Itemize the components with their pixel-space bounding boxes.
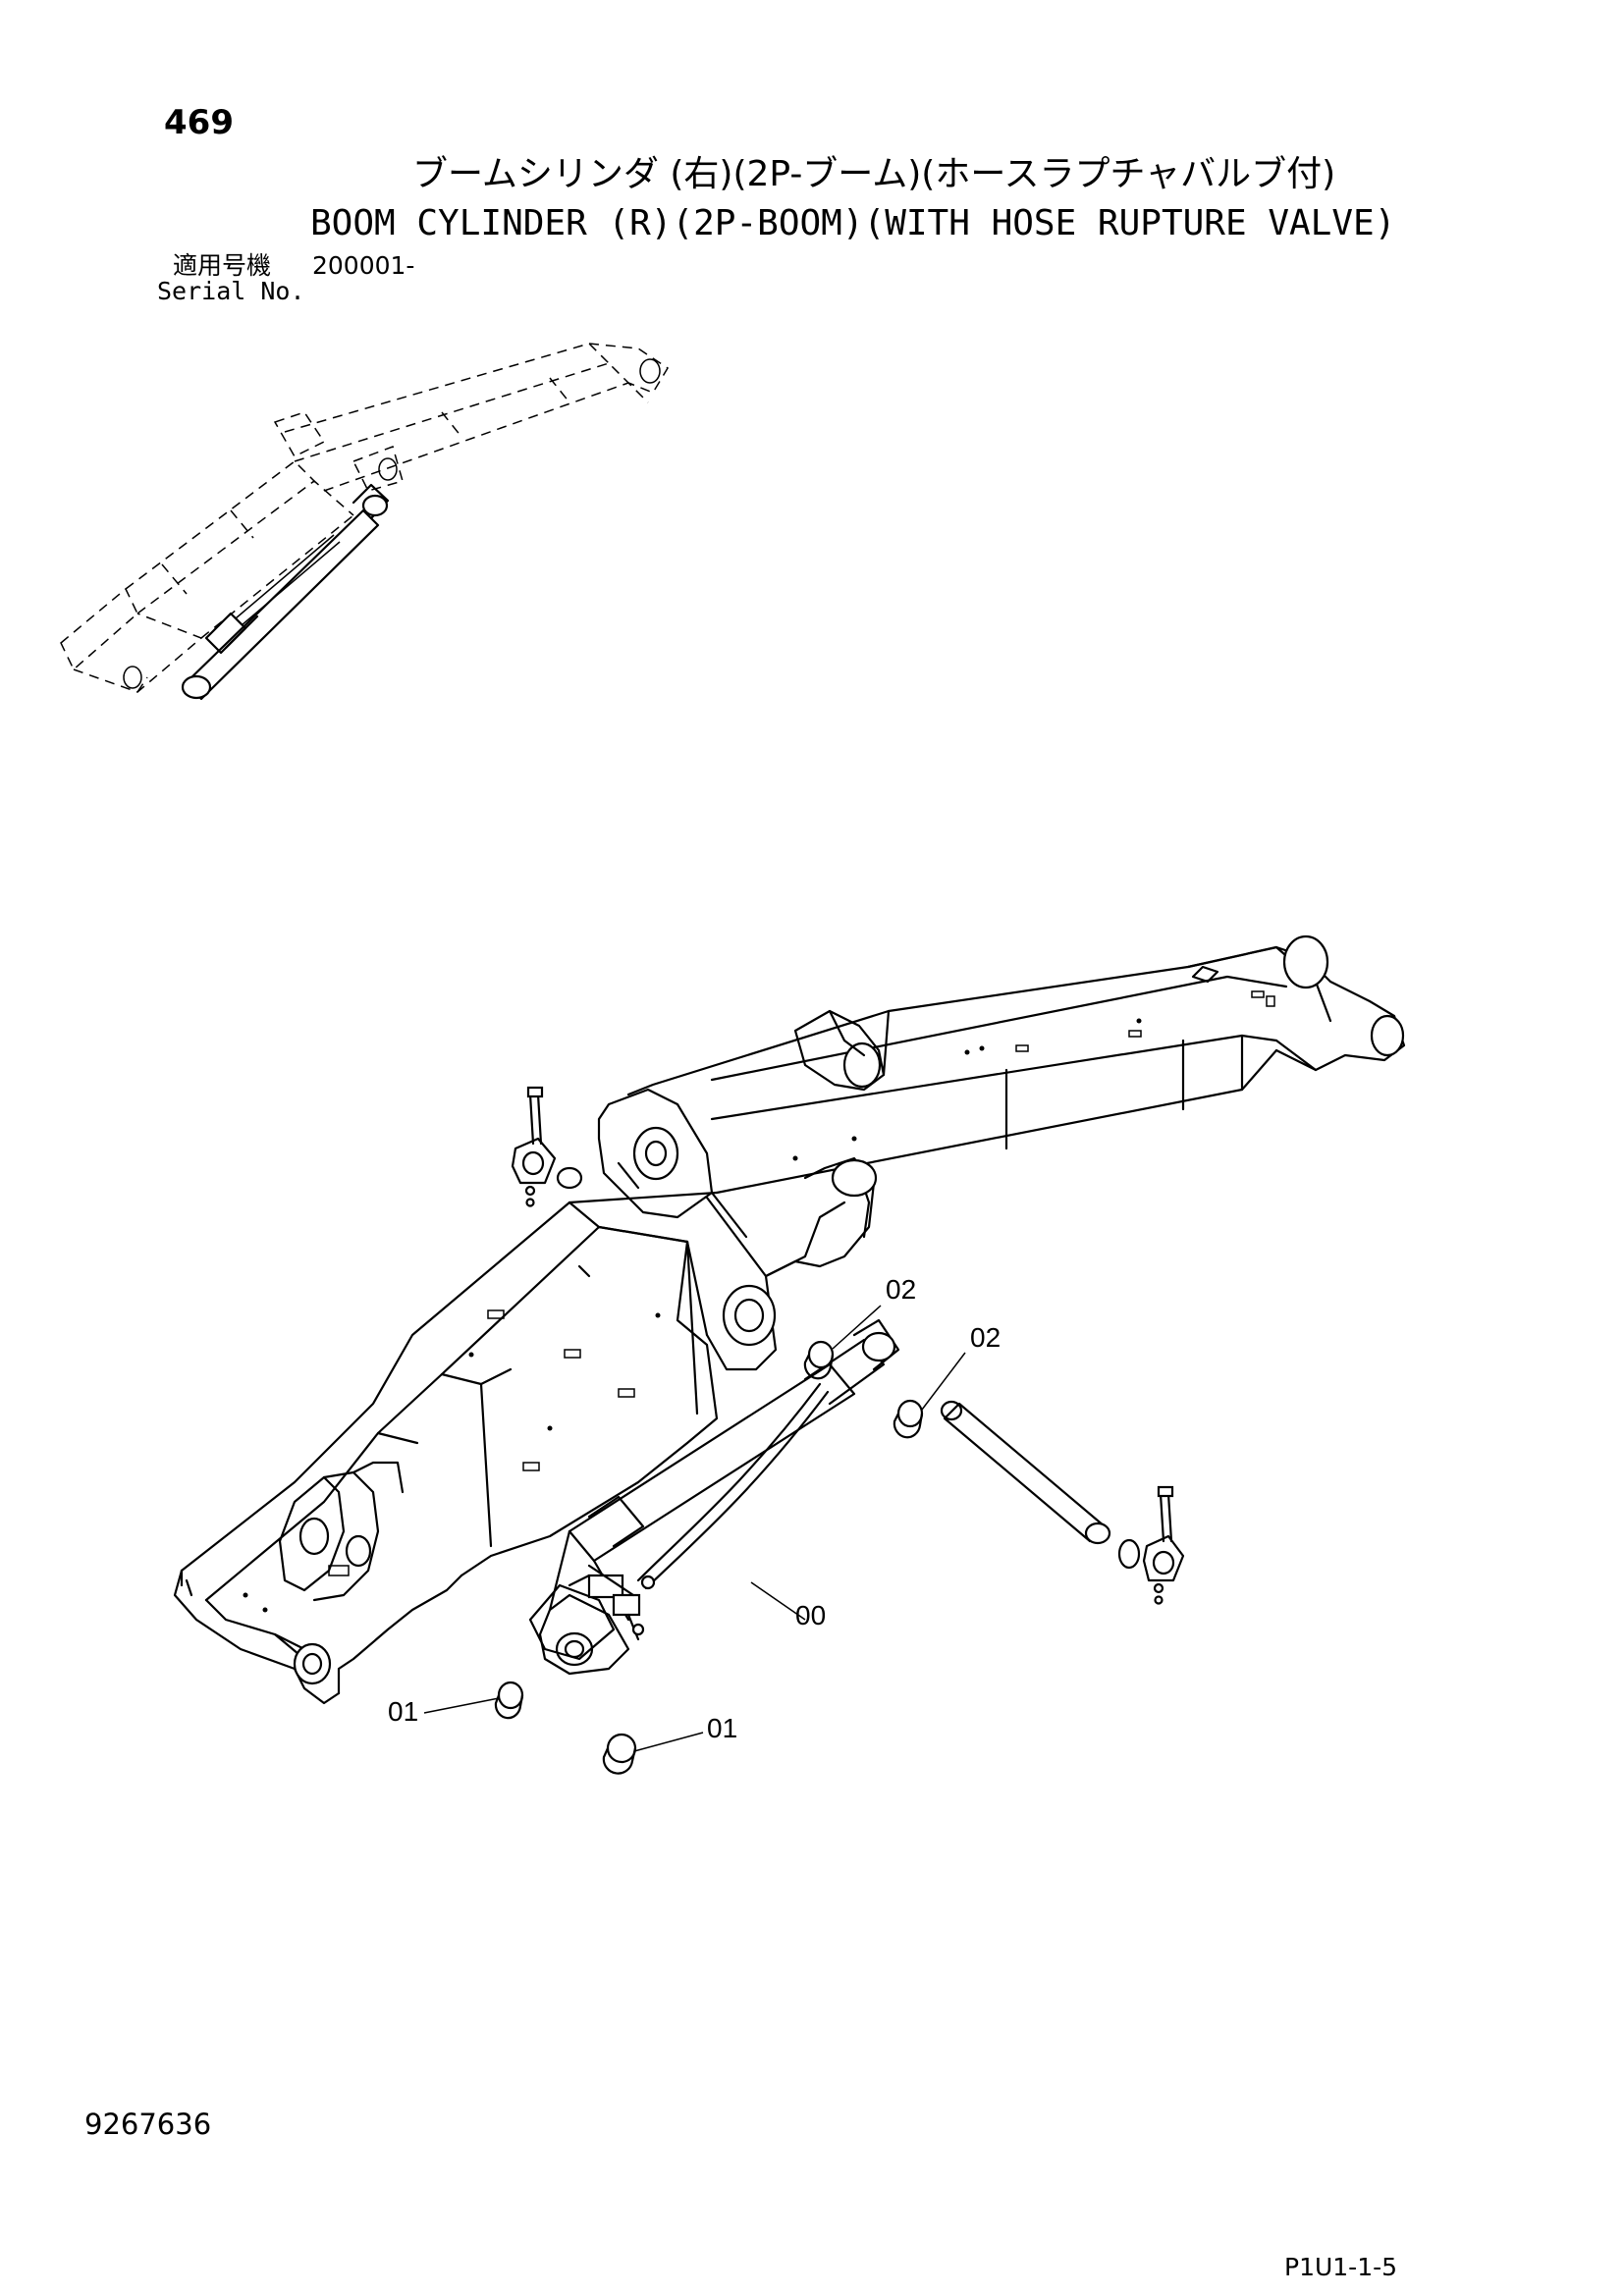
callout-01-left: 01 [388,1696,418,1727]
bushing-part-01-left [494,1681,524,1720]
pin-hardware-right [1117,1485,1185,1605]
callout-02-top: 02 [886,1274,916,1305]
callout-01-right: 01 [707,1713,737,1743]
serial-number-value: 200001- [312,251,415,280]
sheet-code: P1U1-1-5 [1284,2253,1398,2281]
bushing-part-02-right [893,1399,924,1439]
page-number: 469 [164,103,234,142]
cylinder-pin [940,1400,1111,1545]
drawing-number: 9267636 [84,2108,212,2141]
title-english: BOOM CYLINDER (R)(2P-BOOM)(WITH HOSE RUP… [310,203,1396,243]
title-japanese: ブームシリンダ (右)(2P-ブーム)(ホースラプチャバルブ付) [412,154,1336,194]
boom-structure [173,934,1406,1705]
serial-label-english: Serial No. [157,277,305,305]
bushing-part-01-right [602,1733,637,1775]
overview-boom-cylinder [181,483,390,701]
bushing-part-02-top [803,1340,835,1380]
callout-02-right: 02 [970,1322,1001,1353]
leader-lines [423,1305,966,1752]
boom-cylinder-part-00 [528,1318,900,1676]
pin-hardware-left [511,1086,583,1207]
callout-00: 00 [795,1600,826,1630]
main-boom-illustration: 00 01 01 02 02 [173,934,1406,1775]
overview-illustration [60,343,670,701]
overview-boom [60,343,670,693]
serial-label-japanese: 適用号機 [173,251,272,280]
